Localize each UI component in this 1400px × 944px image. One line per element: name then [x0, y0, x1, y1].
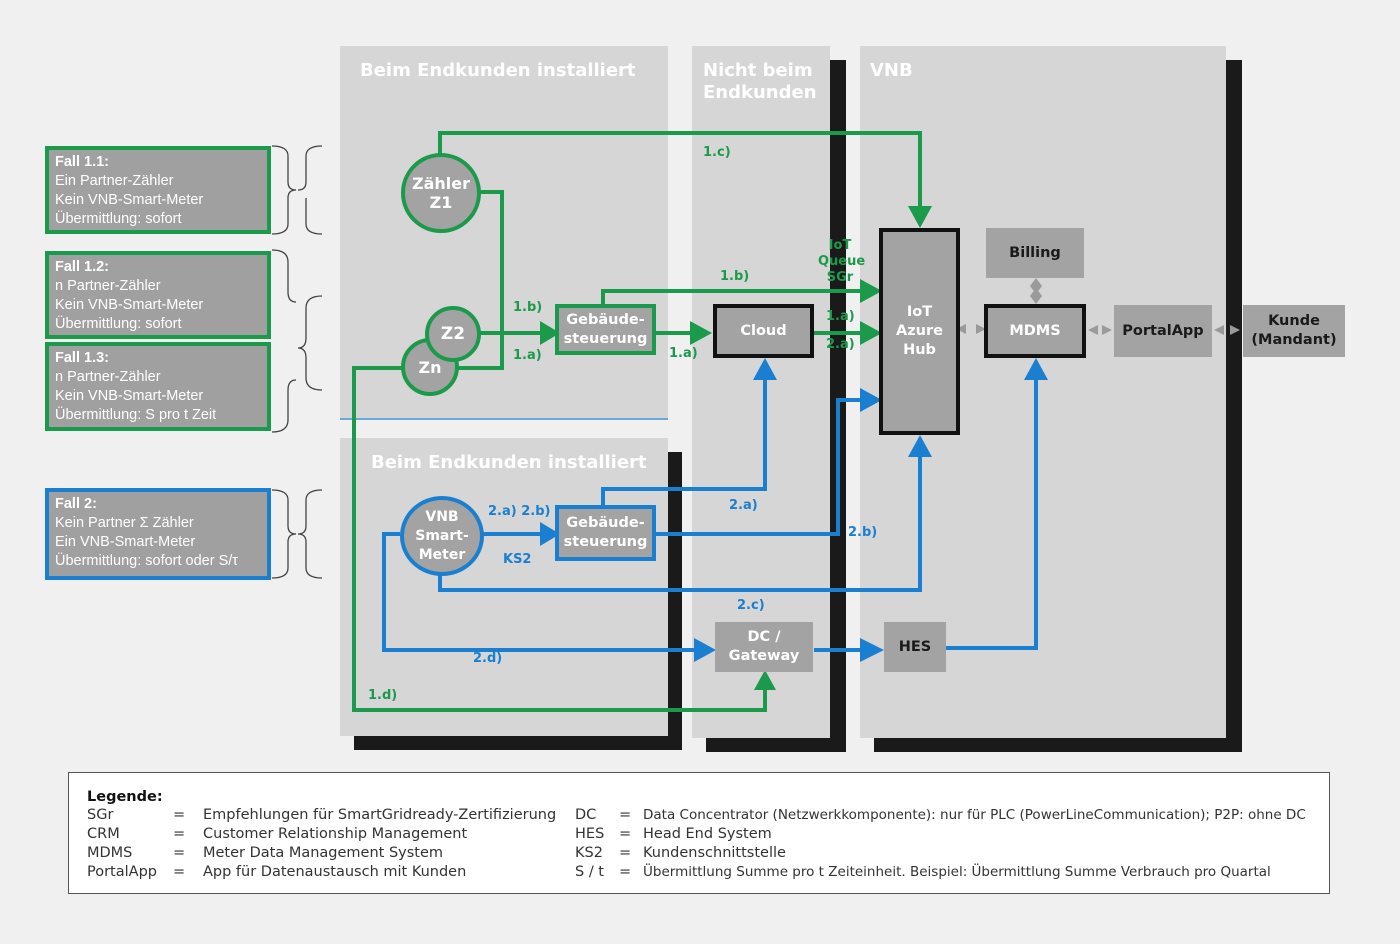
- legend-left-desc-3: App für Datenaustausch mit Kunden: [203, 864, 467, 880]
- panel-title-vnb: VNB: [870, 60, 913, 81]
- meter-z1: Zähler Z1: [401, 153, 481, 233]
- label-2b-mid: 2.b): [848, 525, 878, 540]
- gebaeudesteuerung-top: Gebäude- steuerung: [555, 304, 656, 355]
- label-iot-queue: IoT Queue SGr: [818, 238, 866, 285]
- case-1-2: Fall 1.2: n Partner-Zähler Kein VNB-Smar…: [45, 251, 271, 339]
- meter-z2: Z2: [425, 306, 481, 362]
- label-1b-top: 1.b): [720, 269, 750, 284]
- legend-left-eq-1: =: [173, 826, 186, 842]
- legend-left-desc-2: Meter Data Management System: [203, 845, 444, 861]
- legend-right-eq-2: =: [619, 845, 632, 861]
- legend-left-abbr-3: PortalApp: [87, 864, 157, 880]
- legend-right-desc-1: Head End System: [643, 826, 772, 842]
- hes-box: HES: [884, 622, 946, 672]
- dc-gateway-box: DC / Gateway: [715, 622, 813, 672]
- legend: Legende: SGr = Empfehlungen für SmartGri…: [68, 772, 1330, 894]
- blue-arrowheads: [540, 358, 1048, 662]
- legend-left-abbr-1: CRM: [87, 826, 120, 842]
- case-1-1: Fall 1.1: Ein Partner-Zähler Kein VNB-Sm…: [45, 146, 271, 234]
- label-2a-mid: 2.a): [729, 498, 758, 513]
- legend-right-desc-0: Data Concentrator (Netzwerkkomponente): …: [643, 807, 1306, 823]
- label-2c: 2.c): [737, 598, 765, 613]
- blue-flows: [382, 378, 1038, 652]
- legend-right-eq-0: =: [619, 807, 632, 823]
- legend-right-abbr-1: HES: [575, 826, 605, 842]
- panel-title-customer-top: Beim Endkunden installiert: [360, 60, 636, 81]
- label-2a-2b: 2.a) 2.b): [488, 504, 551, 519]
- billing-box: Billing: [986, 228, 1084, 278]
- label-1d: 1.d): [368, 688, 398, 703]
- legend-left-abbr-2: MDMS: [87, 845, 133, 861]
- label-1c: 1.c): [703, 145, 731, 160]
- label-1a-mid: 1.a): [669, 346, 698, 361]
- green-flows: [352, 131, 922, 712]
- label-ks2: KS2: [503, 552, 532, 567]
- legend-right-eq-1: =: [619, 826, 632, 842]
- grey-connectors: [956, 278, 1240, 335]
- legend-left-desc-1: Customer Relationship Management: [203, 826, 468, 842]
- green-arrowheads: [540, 206, 932, 690]
- iot-azure-hub: IoT Azure Hub: [879, 228, 960, 435]
- legend-right-eq-3: =: [619, 864, 632, 880]
- legend-right-desc-2: Kundenschnittstelle: [643, 845, 786, 861]
- portalapp-box: PortalApp: [1114, 305, 1212, 357]
- vnb-smart-meter: VNB Smart- Meter: [400, 496, 484, 576]
- mdms-box: MDMS: [984, 304, 1086, 358]
- case-1-3: Fall 1.3: n Partner-Zähler Kein VNB-Smar…: [45, 342, 271, 431]
- legend-title: Legende:: [87, 789, 163, 805]
- panel-title-not-customer: Nicht beim Endkunden: [703, 60, 817, 103]
- label-2d: 2.d): [473, 651, 503, 666]
- case-2: Fall 2: Kein Partner Σ Zähler Ein VNB-Sm…: [45, 488, 271, 580]
- kunde-box: Kunde (Mandant): [1243, 305, 1345, 357]
- legend-right-desc-3: Übermittlung Summe pro t Zeiteinheit. Be…: [643, 864, 1271, 880]
- label-1a-left: 1.a): [513, 348, 542, 363]
- legend-left-desc-0: Empfehlungen für SmartGridready-Zertifiz…: [203, 807, 557, 823]
- label-2a-right: 2.a): [826, 337, 855, 352]
- legend-left-eq-2: =: [173, 845, 186, 861]
- legend-left-abbr-0: SGr: [87, 807, 114, 823]
- label-1b-left: 1.b): [513, 300, 543, 315]
- panel-title-customer-bottom: Beim Endkunden installiert: [371, 452, 647, 473]
- cloud-box: Cloud: [713, 304, 814, 358]
- legend-right-abbr-3: S / t: [575, 864, 604, 880]
- legend-left-eq-0: =: [173, 807, 186, 823]
- legend-left-eq-3: =: [173, 864, 186, 880]
- label-1a-right: 1.a): [826, 309, 855, 324]
- case-braces: [271, 145, 323, 579]
- legend-right-abbr-2: KS2: [575, 845, 603, 861]
- gebaeudesteuerung-bottom: Gebäude- steuerung: [555, 505, 656, 561]
- legend-right-abbr-0: DC: [575, 807, 597, 823]
